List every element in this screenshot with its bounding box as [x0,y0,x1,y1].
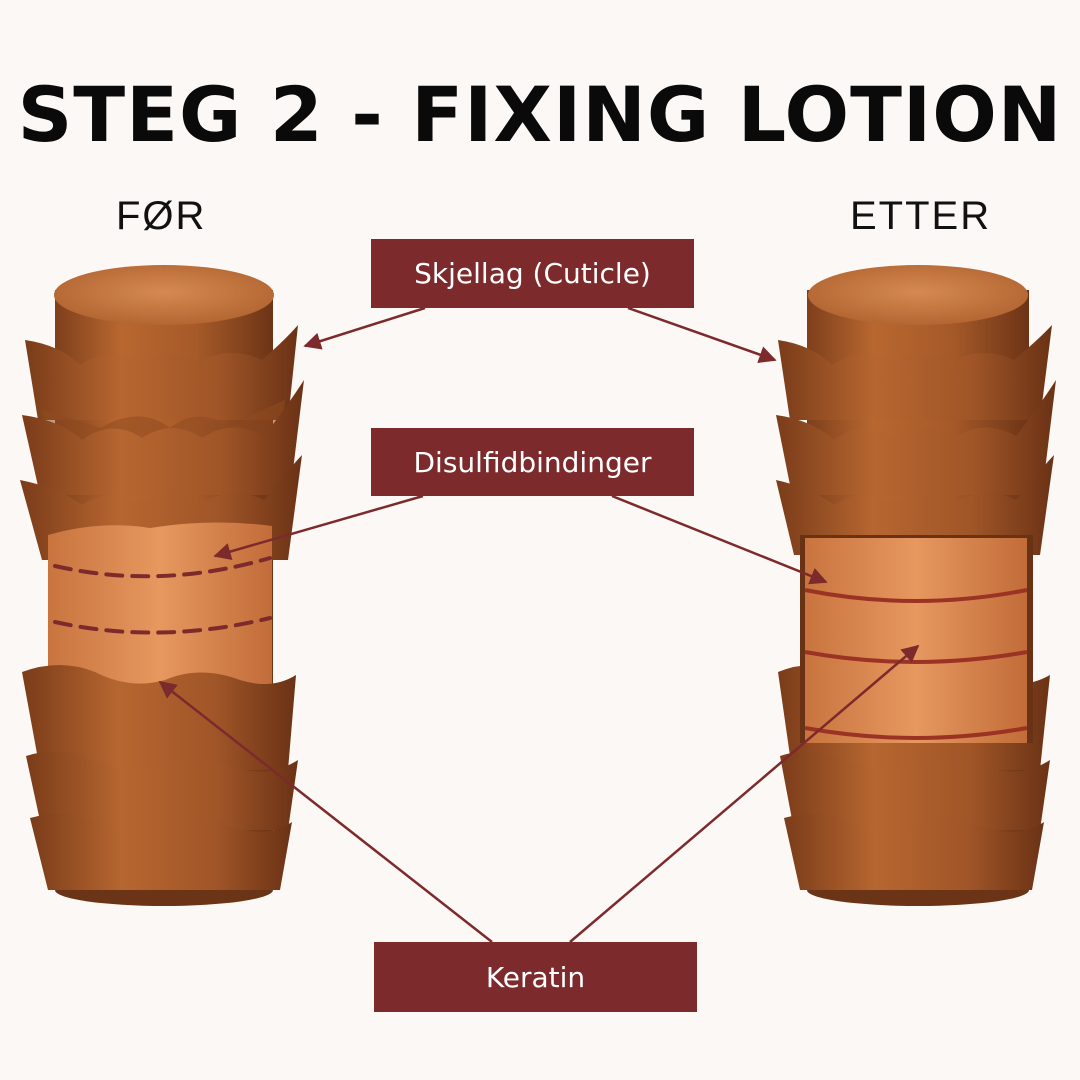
cuticle-layers-upper [776,325,1056,555]
disulfide-label: Disulfidbindinger [371,428,694,496]
arrow-disulfide-right [611,494,828,585]
before-label: FØR [116,194,207,238]
cuticle-label: Skjellag (Cuticle) [371,239,694,308]
after-label: ETTER [850,194,992,238]
arrow-disulfide-left [213,494,424,561]
cortex-keratin [805,538,1027,743]
arrow-keratin-left [158,680,493,943]
bond-reformed-1 [804,588,1028,603]
hair-after [776,265,1056,906]
cortex-keratin [48,522,272,690]
arrows [158,306,920,943]
bond-broken-1 [53,556,272,579]
cuticle-layers-lower [22,665,298,890]
page-title: STEG 2 - FIXING LOTION [17,70,1063,159]
arrow-cuticle-left [303,306,426,350]
bond-reformed-3 [804,726,1028,740]
bond-broken-2 [53,616,272,635]
hair-top [808,265,1028,325]
keratin-label: Keratin [374,942,697,1012]
hair-top [54,265,274,325]
hair-before [20,265,304,906]
arrow-cuticle-right [627,306,777,363]
cuticle-layers-upper [20,325,304,560]
arrow-keratin-right [569,644,920,943]
